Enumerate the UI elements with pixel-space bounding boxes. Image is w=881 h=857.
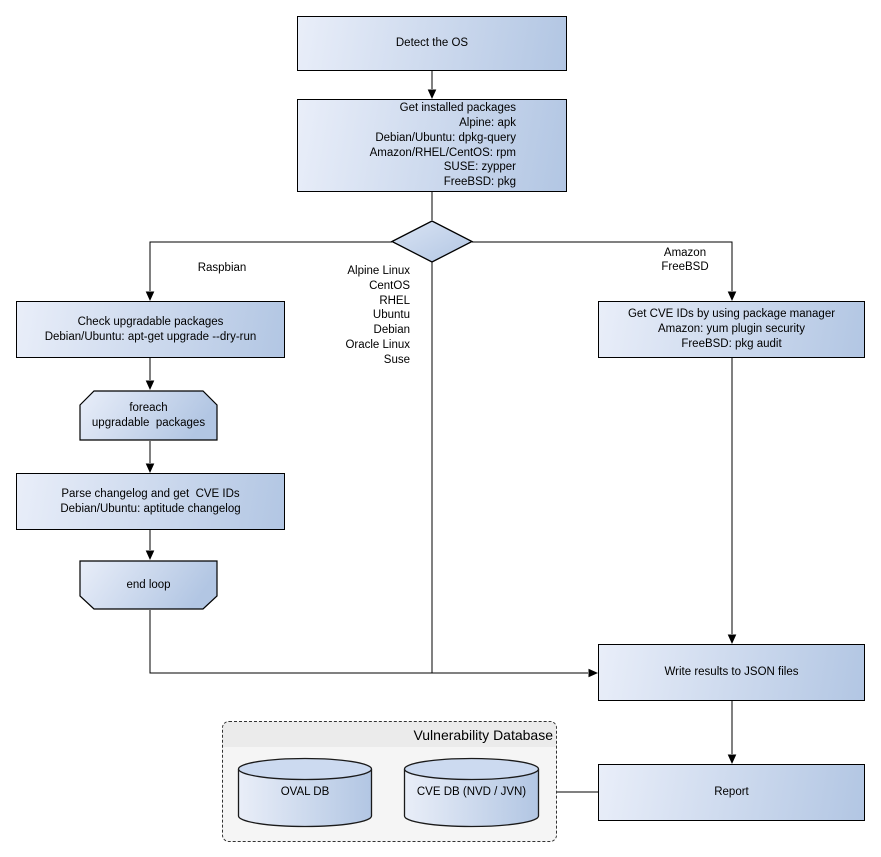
node-end-loop: end loop [79, 560, 218, 610]
vulnerability-database-header: Vulnerability Database [223, 722, 556, 747]
edge-label-raspbian: Raspbian [197, 262, 247, 274]
edge-label-amazon-freebsd: Amazon FreeBSD [645, 247, 725, 274]
node-label: end loop [126, 578, 171, 591]
decision-diamond [390, 220, 474, 263]
edge-label-line: FreeBSD [661, 260, 709, 273]
os-list-item: Suse [383, 353, 410, 366]
os-list-item: CentOS [369, 279, 410, 292]
db-label: OVAL DB [280, 786, 330, 798]
db-cylinder-cve: CVE DB (NVD / JVN) [403, 757, 540, 829]
node-write-results: Write results to JSON files [598, 644, 865, 701]
loop-start-shape [79, 390, 218, 441]
os-list-item: Debian [373, 324, 410, 337]
os-list-item: Ubuntu [372, 309, 410, 322]
node-label: foreach [129, 401, 168, 414]
arrowhead-right-icon [588, 668, 598, 678]
node-label: Report [714, 786, 749, 799]
arrowhead-down-icon [727, 754, 737, 764]
node-get-cve-ids: Get CVE IDs by using package manager Ama… [598, 301, 865, 358]
node-label: FreeBSD: pkg [443, 176, 516, 189]
os-list-item: Alpine Linux [347, 265, 410, 277]
vulnerability-database-title: Vulnerability Database [413, 726, 553, 743]
node-label: Amazon: yum plugin security [657, 323, 805, 336]
node-label: Amazon/RHEL/CentOS: rpm [369, 146, 516, 159]
node-label: upgradable packages [91, 416, 206, 429]
os-list-item: Oracle Linux [345, 338, 410, 351]
node-label: Debian/Ubuntu: aptitude changelog [60, 502, 241, 515]
node-get-installed-packages: Get installed packages Alpine: apk Debia… [297, 99, 567, 192]
node-label: FreeBSD: pkg audit [681, 337, 782, 350]
node-foreach-loop-start: foreach upgradable packages [79, 390, 218, 441]
node-report: Report [598, 764, 865, 821]
arrowhead-down-icon [727, 291, 737, 301]
edge-label-line: Amazon [663, 247, 707, 259]
node-label-group: end loop [79, 560, 218, 610]
edge-label-os-list: Alpine Linux CentOS RHEL Ubuntu Debian O… [300, 264, 410, 368]
arrowhead-down-icon [145, 463, 155, 473]
node-check-upgradable: Check upgradable packages Debian/Ubuntu:… [16, 301, 285, 358]
database-icon [403, 757, 540, 828]
edge-decision-to-check [149, 241, 392, 291]
node-detect-os: Detect the OS [297, 16, 567, 71]
edge-decision-to-getcve [472, 241, 733, 291]
os-list-item: RHEL [379, 294, 410, 307]
node-label: Get CVE IDs by using package manager [627, 308, 836, 321]
node-label: Detect the OS [395, 37, 469, 50]
node-label: Alpine: apk [459, 116, 516, 129]
loop-end-shape [79, 560, 218, 610]
node-label-group: foreach upgradable packages [79, 390, 218, 441]
db-cylinder-oval: OVAL DB [237, 757, 373, 829]
node-label: Parse changelog and get CVE IDs [61, 487, 240, 500]
node-label: Write results to JSON files [664, 666, 799, 679]
arrowhead-down-icon [145, 380, 155, 390]
arrowhead-down-icon [727, 634, 737, 644]
node-label: Get installed packages [399, 102, 516, 115]
node-label: Debian/Ubuntu: apt-get upgrade --dry-run [44, 330, 257, 343]
arrowhead-down-icon [145, 291, 155, 301]
node-parse-changelog: Parse changelog and get CVE IDs Debian/U… [16, 473, 285, 530]
node-label: Check upgradable packages [77, 315, 224, 328]
edge-endloop-to-write [149, 610, 588, 674]
arrowhead-down-icon [427, 89, 437, 99]
arrowhead-down-icon [145, 550, 155, 560]
db-label: CVE DB (NVD / JVN) [416, 786, 527, 798]
node-label: Debian/Ubuntu: dpkg-query [375, 131, 516, 144]
database-icon [237, 757, 373, 828]
node-label: SUSE: zypper [443, 161, 516, 174]
